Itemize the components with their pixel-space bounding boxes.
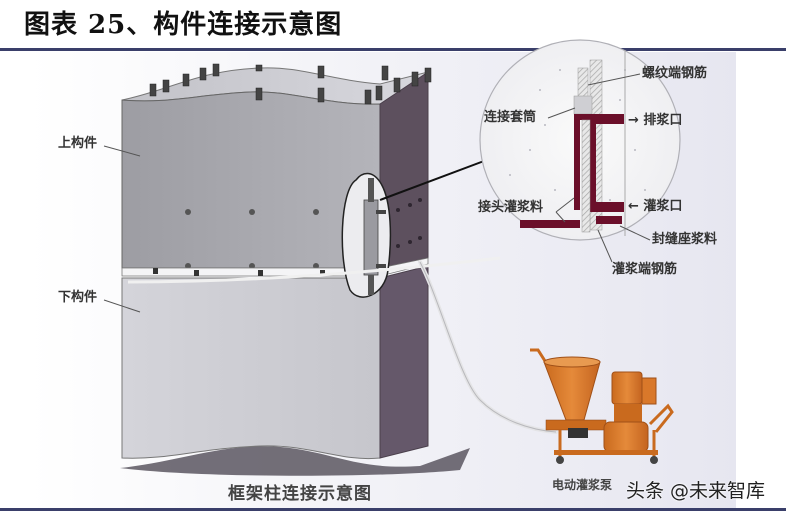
callout-leader	[379, 154, 501, 201]
bottom-divider	[0, 508, 786, 511]
threaded-rebar-label: 螺纹端钢筋	[642, 66, 708, 81]
grout-end-rebar-label: 灌浆端钢筋	[612, 262, 678, 277]
joint-grout-label: 接头灌浆料	[478, 200, 544, 215]
seal-mortar-label: 封缝座浆料	[652, 232, 718, 247]
figure-title: 图表 25、构件连接示意图	[24, 10, 343, 40]
top-divider	[0, 48, 786, 51]
hose-front	[127, 256, 501, 284]
figure-caption: 框架柱连接示意图	[228, 484, 372, 504]
grout-outlet-label: → 排浆口	[628, 113, 683, 128]
watermark: 头条 @未来智库	[626, 480, 766, 502]
grout-pump	[530, 348, 674, 464]
coupler-sleeve-label: 连接套筒	[484, 110, 537, 125]
pump-label: 电动灌浆泵	[552, 478, 613, 492]
lower-member	[121, 265, 429, 460]
upper-member-label: 上构件	[58, 136, 98, 151]
upper-member	[121, 63, 432, 269]
lower-member-label: 下构件	[58, 290, 98, 305]
cutaway-sleeve	[341, 172, 392, 298]
ground-shadow	[120, 446, 470, 476]
sleeve-detail-circle	[479, 39, 681, 241]
detail-leaders	[547, 73, 651, 263]
grout-inlet-label: ← 灌浆口	[628, 199, 683, 214]
